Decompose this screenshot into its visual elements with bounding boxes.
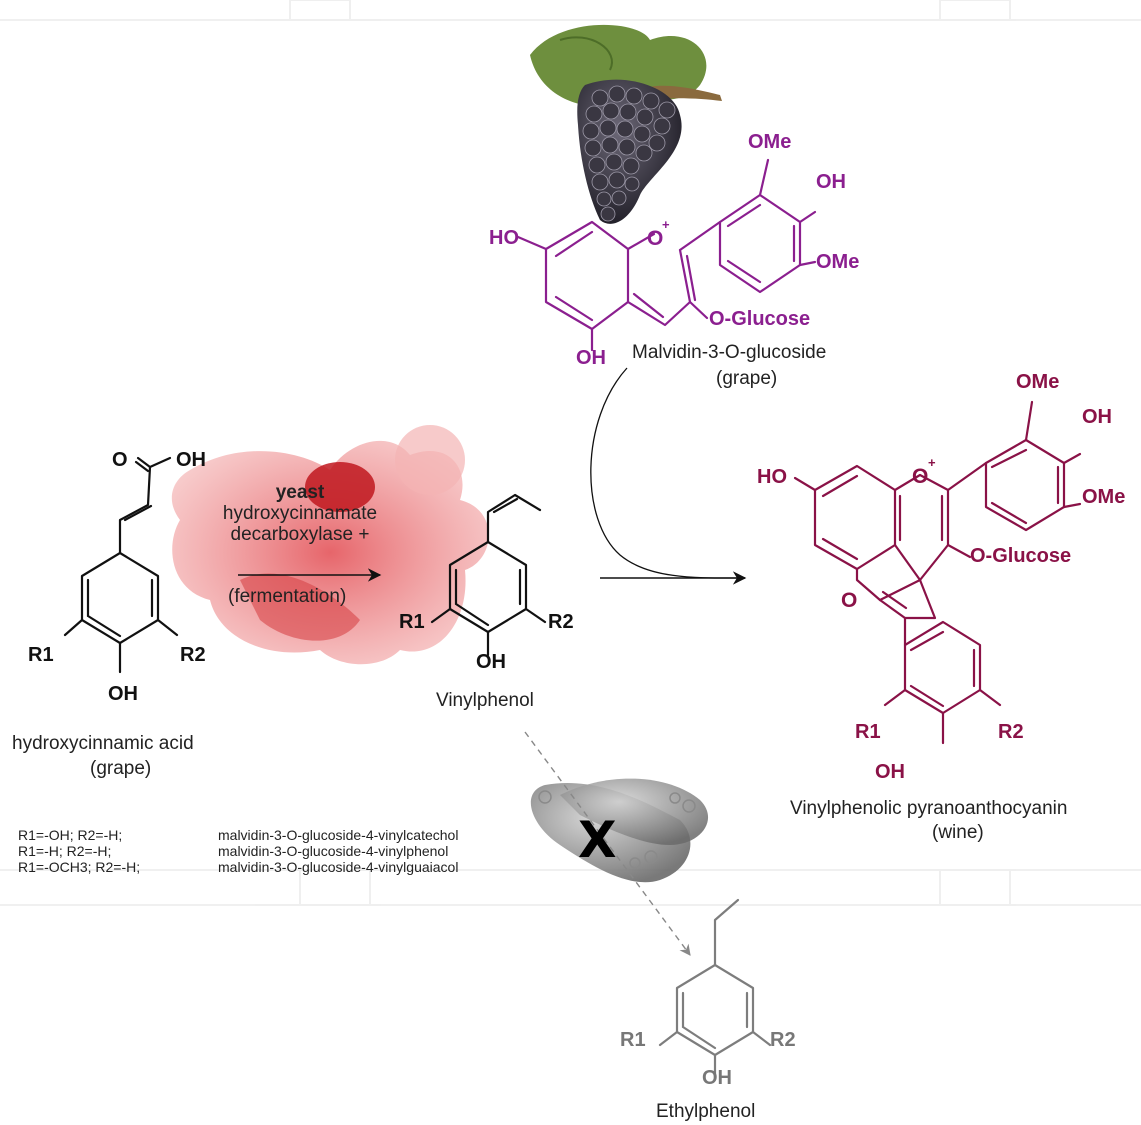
legend-product-row: malvidin-3-O-glucoside-4-vinylguaiacol: [218, 859, 459, 875]
legend-sub-row: R1=-H; R2=-H;: [18, 843, 112, 859]
malvidin-structure: [516, 158, 817, 352]
pyranoanthocyanin-structure: [793, 400, 1082, 745]
pyrano-atom-r1: R1: [855, 721, 881, 743]
malvidin-curve-arrow: [590, 367, 746, 579]
malvidin-atom-plus: +: [662, 217, 670, 232]
ethylphenol-structure: [658, 898, 772, 1080]
vinylphenol-structure: [430, 493, 547, 657]
step-process: (fermentation): [228, 586, 347, 607]
step-enzyme-line1: hydroxycinnamate: [222, 503, 378, 524]
pyrano-atom-plus: +: [928, 455, 936, 470]
step-organism: yeast: [275, 482, 325, 503]
pyrano-atom-o-plus: O: [912, 465, 929, 488]
fermentation-step-label: yeast hydroxycinnamate decarboxylase +: [195, 482, 405, 545]
pyrano-atom-ho: HO: [757, 466, 787, 488]
legend-sub-row: R1=-OCH3; R2=-H;: [18, 859, 141, 875]
malvidin-atom-ome-bottom: OMe: [816, 251, 860, 273]
legend-product-row: malvidin-3-O-glucoside-4-vinylphenol: [218, 843, 449, 859]
acid-name: hydroxycinnamic acid: [12, 733, 194, 754]
acid-atom-r1: R1: [28, 644, 54, 666]
ethylphenol-atom-r1: R1: [620, 1029, 646, 1051]
yeast-cell-icon: [171, 425, 489, 665]
pyrano-source: (wine): [932, 822, 984, 843]
substituent-legend-products: malvidin-3-O-glucoside-4-vinylcatechol m…: [218, 827, 458, 875]
pyrano-atom-o-ring: O: [841, 589, 858, 612]
vinylphenol-atom-r2: R2: [548, 611, 574, 633]
pyrano-name: Vinylphenolic pyranoanthocyanin: [790, 798, 1068, 819]
acid-atom-oh: OH: [176, 449, 206, 471]
malvidin-name: Malvidin-3-O-glucoside: [632, 342, 827, 363]
step-enzyme-line2: decarboxylase +: [230, 524, 370, 545]
ethylphenol-atom-oh: OH: [702, 1067, 732, 1089]
ethylphenol-atom-r2: R2: [770, 1029, 796, 1051]
acid-atom-o: O: [112, 449, 128, 471]
malvidin-atom-ho: HO: [489, 227, 519, 249]
hydroxycinnamic-acid-structure: [63, 456, 179, 674]
pyrano-atom-ome-top: OMe: [1016, 371, 1060, 393]
vinylphenol-name: Vinylphenol: [436, 690, 534, 711]
substituent-legend-r-values: R1=-OH; R2=-H; R1=-H; R2=-H; R1=-OCH3; R…: [18, 827, 140, 875]
watermark-graphic: [0, 0, 1141, 906]
malvidin-atom-oh-bottom: OH: [576, 347, 606, 369]
malvidin-atom-o-glucose: O-Glucose: [709, 308, 811, 330]
bacteria-cell-icon: [530, 778, 709, 883]
malvidin-atom-o-plus: O: [647, 227, 664, 250]
vinylphenol-atom-oh: OH: [476, 651, 506, 673]
pyrano-atom-o-glucose: O-Glucose: [970, 545, 1072, 567]
legend-product-row: malvidin-3-O-glucoside-4-vinylcatechol: [218, 827, 459, 843]
legend-sub-row: R1=-OH; R2=-H;: [18, 827, 123, 843]
acid-source: (grape): [90, 758, 152, 779]
vinylphenol-atom-r1: R1: [399, 611, 425, 633]
acid-atom-oh-bottom: OH: [108, 683, 138, 705]
malvidin-source: (grape): [716, 368, 778, 389]
pyrano-atom-r2: R2: [998, 721, 1024, 743]
x-mark-icon: X: [578, 811, 617, 869]
grape-cluster-icon: [530, 24, 722, 224]
blocked-reduction-arrow: [524, 731, 691, 956]
ethylphenol-name: Ethylphenol: [656, 1101, 756, 1122]
pyrano-atom-oh-bottom: OH: [875, 761, 905, 783]
acid-atom-r2: R2: [180, 644, 206, 666]
malvidin-atom-ome-top: OMe: [748, 131, 792, 153]
pyrano-atom-ome-bottom: OMe: [1082, 486, 1126, 508]
malvidin-atom-oh: OH: [816, 171, 846, 193]
pyrano-atom-oh: OH: [1082, 406, 1112, 428]
